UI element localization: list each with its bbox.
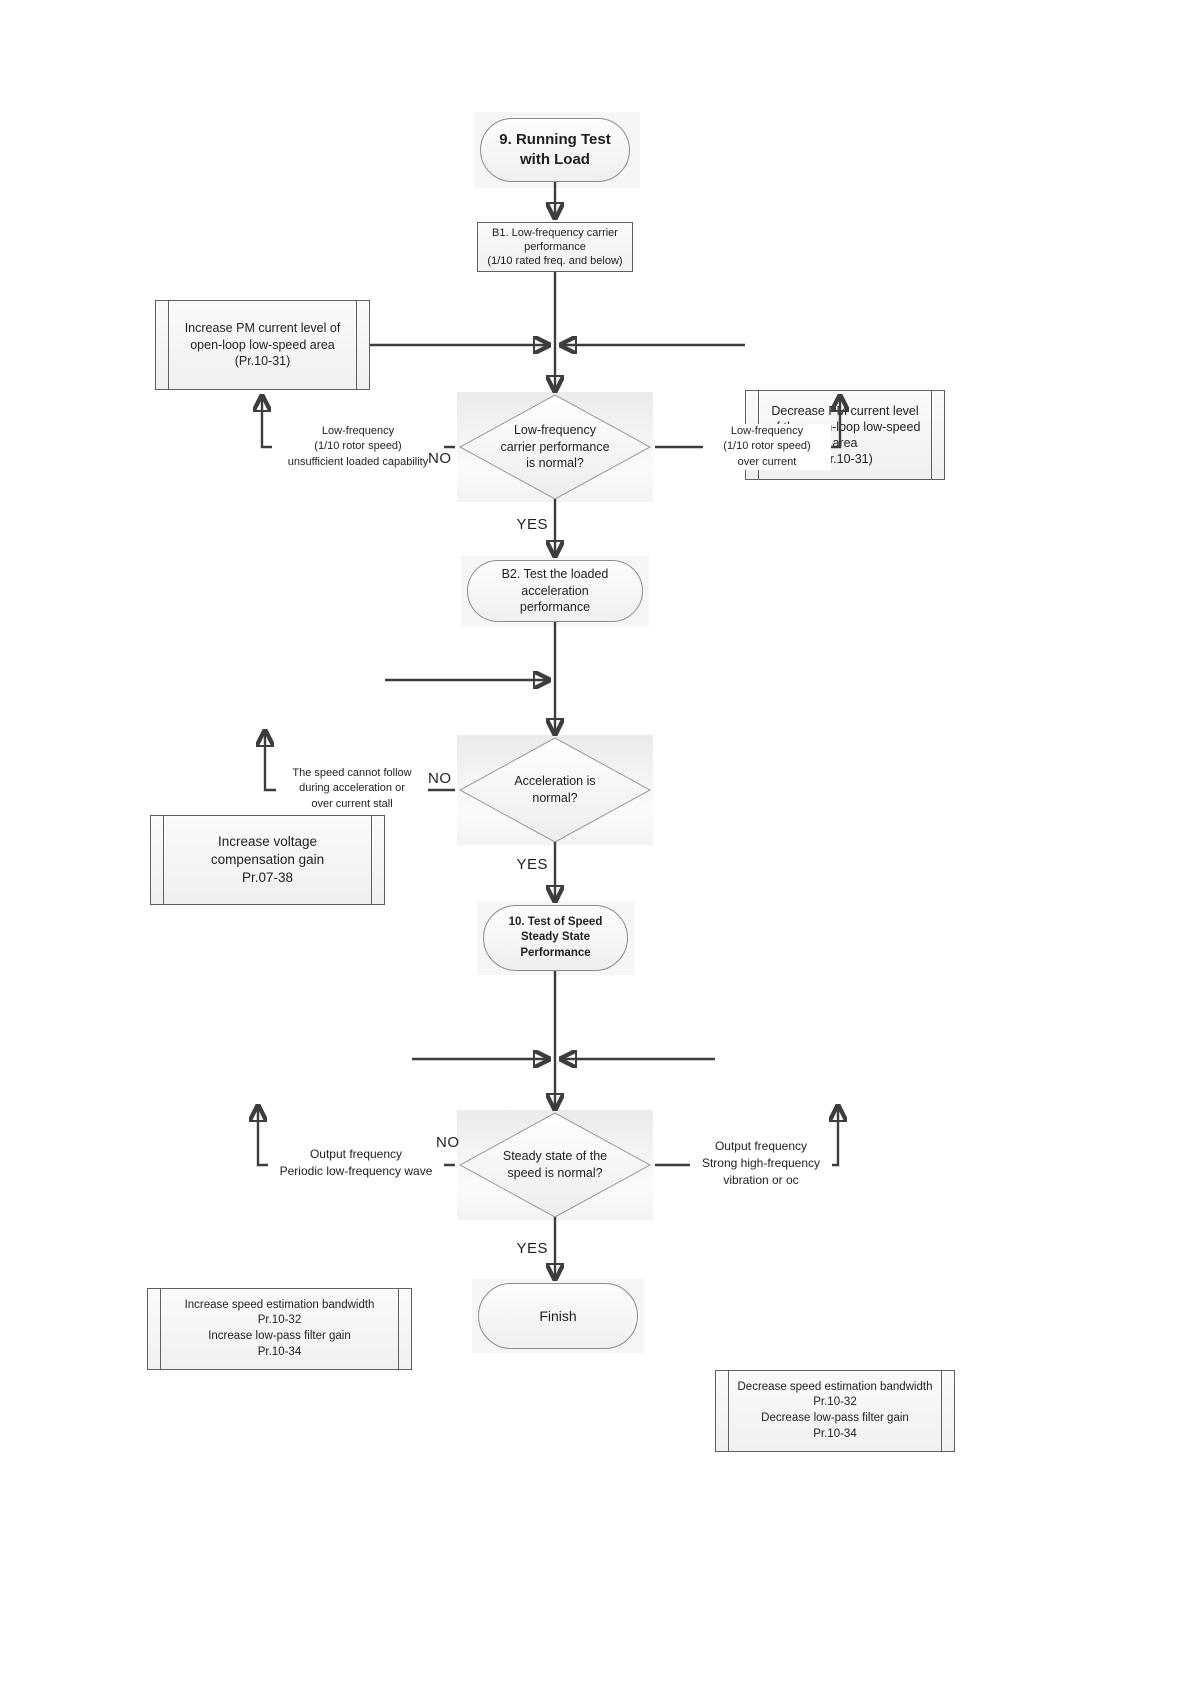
decrease-bandwidth-node: Decrease speed estimation bandwidth Pr.1… [715,1370,955,1452]
decision-steady-state-label: Steady state of the speed is normal? [502,1149,608,1180]
step10-node: 10. Test of Speed Steady State Performan… [483,905,628,971]
increase-pm-current-node: Increase PM current level of open-loop l… [155,300,370,390]
label-yes-3: YES [516,1240,548,1257]
label-yes-2: YES [516,856,548,873]
b1-node: B1. Low-frequency carrier performance (1… [477,222,633,272]
label-low-freq-overcurrent: Low-frequency (1/10 rotor speed) over cu… [703,424,831,471]
label-no-3: NO [436,1134,460,1151]
label-no-1: NO [428,450,452,467]
label-no-2: NO [428,770,452,787]
label-output-freq-vibration: Output frequency Strong high-frequency v… [690,1138,832,1189]
decision-low-freq-carrier-label: Low-frequency carrier performance is nor… [500,422,610,471]
increase-bandwidth-node: Increase speed estimation bandwidth Pr.1… [147,1288,412,1370]
label-low-freq-insufficient: Low-frequency (1/10 rotor speed) unsuffi… [272,424,444,471]
increase-voltage-gain-node: Increase voltage compensation gain Pr.07… [150,815,385,905]
decision-steady-state: Steady state of the speed is normal? [457,1110,653,1220]
label-output-freq-periodic: Output frequency Periodic low-frequency … [268,1146,444,1180]
decision-low-freq-carrier: Low-frequency carrier performance is nor… [457,392,653,502]
decision-acceleration: Acceleration is normal? [457,735,653,845]
start-node: 9. Running Test with Load [480,118,630,182]
finish-node: Finish [478,1283,638,1349]
label-yes-1: YES [516,516,548,533]
decision-acceleration-label: Acceleration is normal? [514,774,596,805]
b2-node: B2. Test the loaded acceleration perform… [467,560,643,622]
label-speed-cannot-follow: The speed cannot follow during accelerat… [276,766,428,813]
